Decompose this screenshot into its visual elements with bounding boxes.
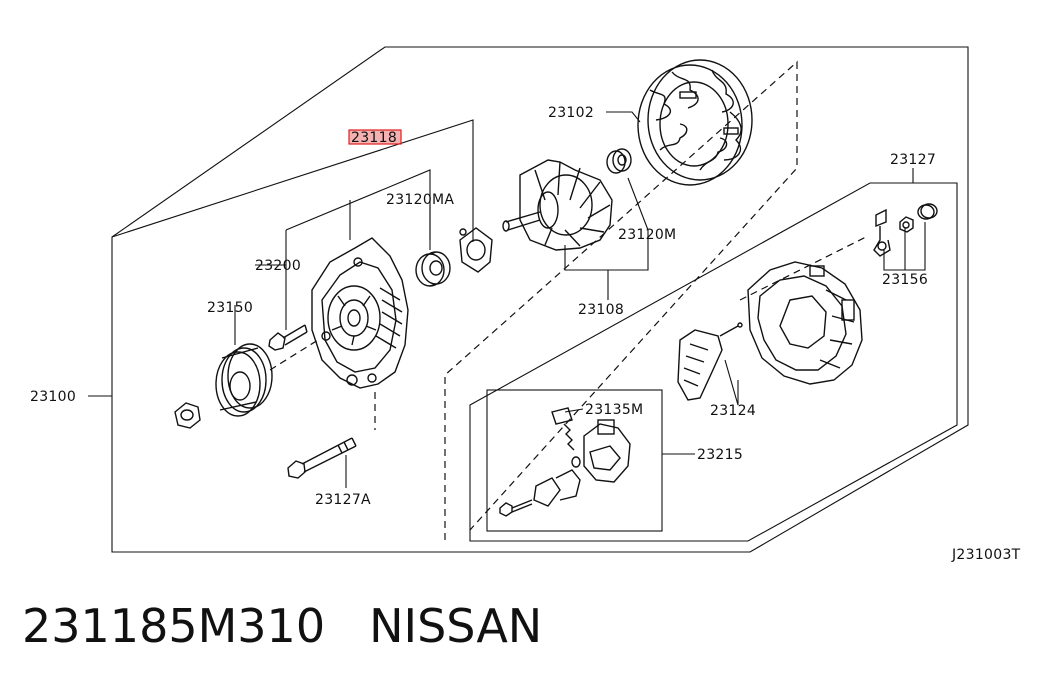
rotor-icon	[502, 159, 613, 251]
part-caption: 231185M310 NISSAN	[22, 596, 542, 656]
alternator-front-cover-icon	[311, 237, 409, 389]
regulator-icon	[533, 456, 581, 507]
rear-group-outline	[469, 182, 958, 542]
callout-23127[interactable]: 23127	[890, 152, 936, 168]
callout-23156[interactable]: 23156	[882, 272, 928, 288]
diagram-code: J231003T	[951, 547, 1021, 563]
dashed-group-outline	[444, 60, 798, 540]
callout-23127a[interactable]: 23127A	[315, 492, 371, 508]
callout-23150[interactable]: 23150	[207, 300, 253, 316]
callout-23120m[interactable]: 23120M	[618, 227, 676, 243]
callout-23200[interactable]: 23200	[255, 258, 301, 274]
front-leader-box	[111, 119, 474, 330]
stator-icon	[637, 59, 753, 186]
callout-23215[interactable]: 23215	[697, 447, 743, 463]
regulator-detail-box	[486, 389, 663, 532]
regulator-screw-icon	[499, 499, 533, 517]
bearing-rear-icon	[606, 148, 632, 174]
brush-icon	[551, 407, 575, 451]
callout-23135m[interactable]: 23135M	[585, 402, 643, 418]
assembly-outline	[111, 46, 969, 553]
rectifier-icon	[677, 322, 743, 401]
terminal-nut-icon	[899, 216, 914, 233]
rear-cover-icon	[747, 261, 863, 385]
through-bolt-icon	[287, 437, 357, 479]
highlight-fill	[349, 130, 401, 144]
part-number: 231185M310	[22, 599, 326, 653]
dashed-link-pulley	[269, 339, 319, 371]
bearing-front-icon	[415, 251, 451, 287]
highlight-box	[348, 129, 402, 145]
leader-lines	[88, 111, 926, 488]
pulley-nut-icon	[174, 402, 201, 429]
callout-23108[interactable]: 23108	[578, 302, 624, 318]
callout-23100[interactable]: 23100	[30, 389, 76, 405]
pulley-icon	[215, 343, 273, 417]
bolt-23200-icon	[268, 324, 308, 351]
callout-23120ma[interactable]: 23120MA	[386, 192, 454, 208]
brush-holder-icon	[583, 419, 631, 483]
terminal-bolt-icon	[873, 208, 891, 257]
terminal-cap-icon	[917, 203, 938, 220]
brand-name: NISSAN	[369, 599, 543, 653]
callout-23102[interactable]: 23102	[548, 105, 594, 121]
callout-23124[interactable]: 23124	[710, 403, 756, 419]
retainer-plate-icon	[459, 227, 493, 273]
callout-23118[interactable]: 23118	[351, 130, 397, 146]
